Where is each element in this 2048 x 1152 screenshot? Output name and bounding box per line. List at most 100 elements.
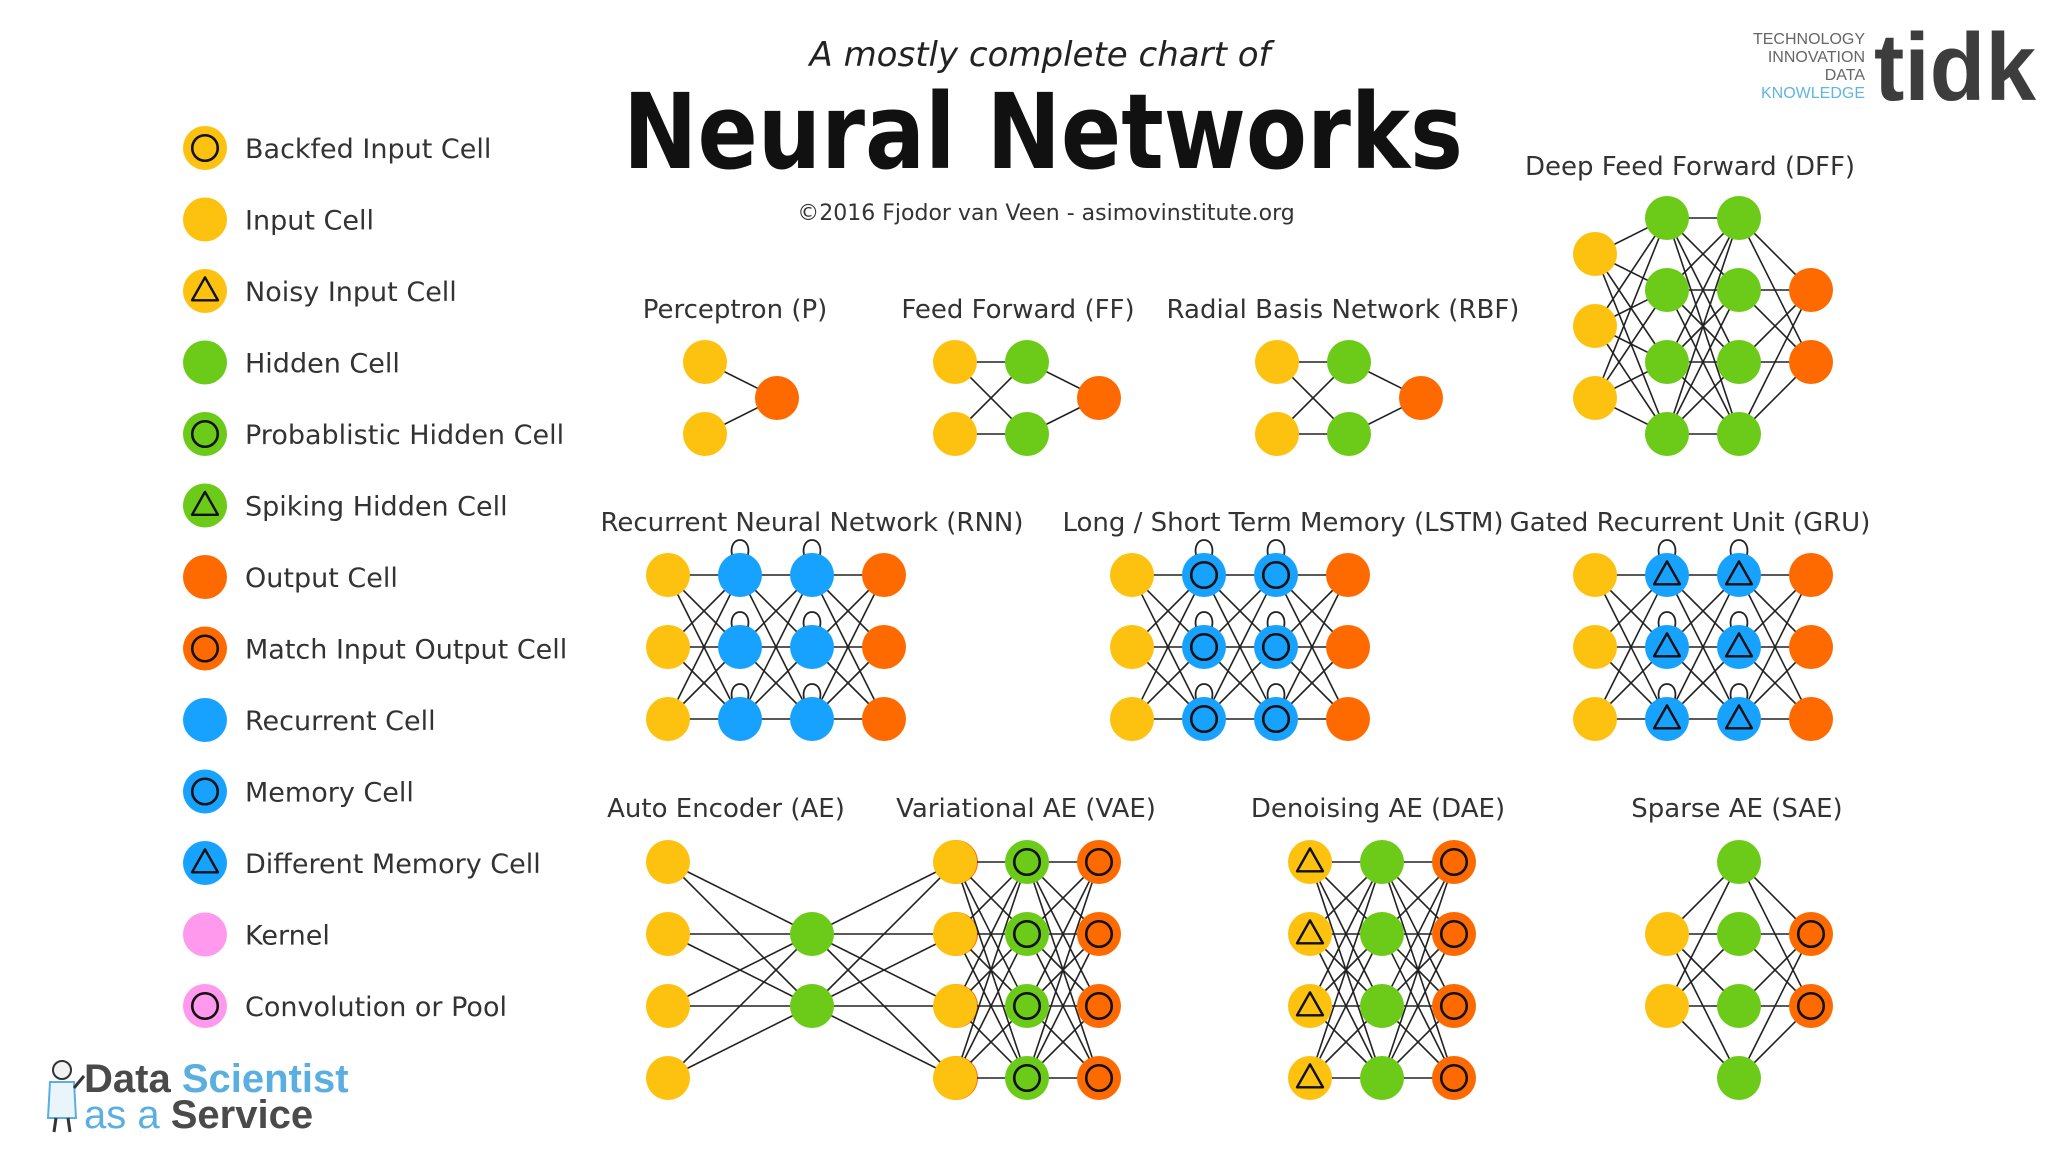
connection [1594,574,1668,720]
legend-item-label: Recurrent Cell [245,706,436,737]
cell-input [646,697,690,741]
cell-hidden [1360,1056,1404,1100]
cell-output [1077,376,1121,420]
network-title: Sparse AE (SAE) [1631,794,1842,824]
cell-output [1789,340,1833,384]
connection [1381,861,1455,1079]
cell-match-output [1432,984,1476,1028]
network-edges [667,539,885,720]
legend-item: Memory Cell [183,769,414,814]
recurrent-loop [1266,683,1286,700]
cell-input [1573,553,1617,597]
recurrent-loop [802,539,822,556]
cell-hidden [1645,268,1689,312]
cell-noisy-input [1288,984,1332,1028]
cell-input [933,1056,977,1100]
legend-cell-swatch [183,984,227,1028]
legend-item-label: Convolution or Pool [245,992,507,1023]
network-title: Perceptron (P) [643,295,828,325]
legend-item-label: Spiking Hidden Cell [245,492,508,523]
network-title: Denoising AE (DAE) [1251,794,1505,824]
cell-recurrent [790,553,834,597]
cell-hidden [1327,412,1371,456]
legend-item: Recurrent Cell [183,698,436,742]
legend-cell-swatch [183,769,227,814]
cell-memory [1182,553,1226,597]
network-title: Recurrent Neural Network (RNN) [600,508,1023,538]
cell-hidden [1645,196,1689,240]
recurrent-loop [1194,683,1214,700]
recurrent-loop [1266,611,1286,628]
connection [1738,933,1812,1079]
network-ae: Auto Encoder (AE) [607,794,978,1100]
cell-match-output [1432,912,1476,956]
cell-input [646,984,690,1028]
legend-cell-swatch [183,269,227,313]
network-rbf: Radial Basis Network (RBF) [1167,295,1520,456]
cell-input [1573,232,1617,276]
cell-different-memory [1717,625,1761,669]
legend-item: Spiking Hidden Cell [183,483,508,528]
recurrent-loop [1657,539,1677,556]
connection [667,1005,813,1079]
connection [1309,861,1383,1007]
connection [811,861,957,935]
scientist-figure-icon [46,1060,86,1133]
legend-cell-swatch [183,698,227,742]
network-title: Radial Basis Network (RBF) [1167,295,1520,325]
cell-recurrent [718,625,762,669]
legend-cell-swatch [183,340,227,385]
tidk-logo-mark: tidk [1874,14,2037,121]
cell-input [1255,412,1299,456]
legend-item: Noisy Input Cell [183,269,457,313]
cell-probabilistic-hidden [1005,912,1049,956]
network-dae: Denoising AE (DAE) [1251,794,1505,1100]
connection [811,861,957,1007]
connection [1594,217,1668,399]
cell-recurrent [718,697,762,741]
network-edges [1594,217,1812,435]
cell-different-memory [1645,553,1689,597]
cell-output [1326,697,1370,741]
cell-memory [1254,697,1298,741]
legend-item-label: Match Input Output Cell [245,635,567,666]
connection [1026,861,1100,1079]
cell-match-output [1077,1056,1121,1100]
legend-item-label: Probablistic Hidden Cell [245,420,564,451]
cell-hidden [1717,268,1761,312]
cell-input [646,1056,690,1100]
connection [954,933,1028,1079]
cell-probabilistic-hidden [1005,984,1049,1028]
cell-input [933,912,977,956]
legend-item-label: Different Memory Cell [245,849,541,880]
cell-input [933,840,977,884]
tidk-logo: TECHNOLOGY INNOVATION DATA KNOWLEDGE tid… [1753,14,2037,121]
connection [1381,861,1455,1007]
recurrent-loop [1657,611,1677,628]
network-title: Variational AE (VAE) [896,794,1156,824]
cell-different-memory [1645,697,1689,741]
cell-input [1110,553,1154,597]
legend-item: Probablistic Hidden Cell [183,412,564,456]
recurrent-loop [1729,539,1749,556]
legend-cell-swatch [183,483,227,528]
network-dff: Deep Feed Forward (DFF) [1525,152,1855,456]
legend-item-label: Hidden Cell [245,349,400,380]
connection [811,933,957,1007]
legend-item-label: Output Cell [245,563,398,594]
cell-different-memory [1717,553,1761,597]
cell-output [1789,553,1833,597]
dsaas-line-2: as a Service [84,1093,313,1137]
cell-noisy-input [1288,912,1332,956]
cell-input [1573,304,1617,348]
legend-item-label: Input Cell [245,206,374,237]
cell-output [1326,553,1370,597]
recurrent-loop [802,611,822,628]
legend-cell-swatch [183,912,227,957]
legend-item-label: Noisy Input Cell [245,277,457,308]
cell-input [646,840,690,884]
cell-input [1573,697,1617,741]
cell-noisy-input [1288,1056,1332,1100]
cell-hidden [1360,984,1404,1028]
